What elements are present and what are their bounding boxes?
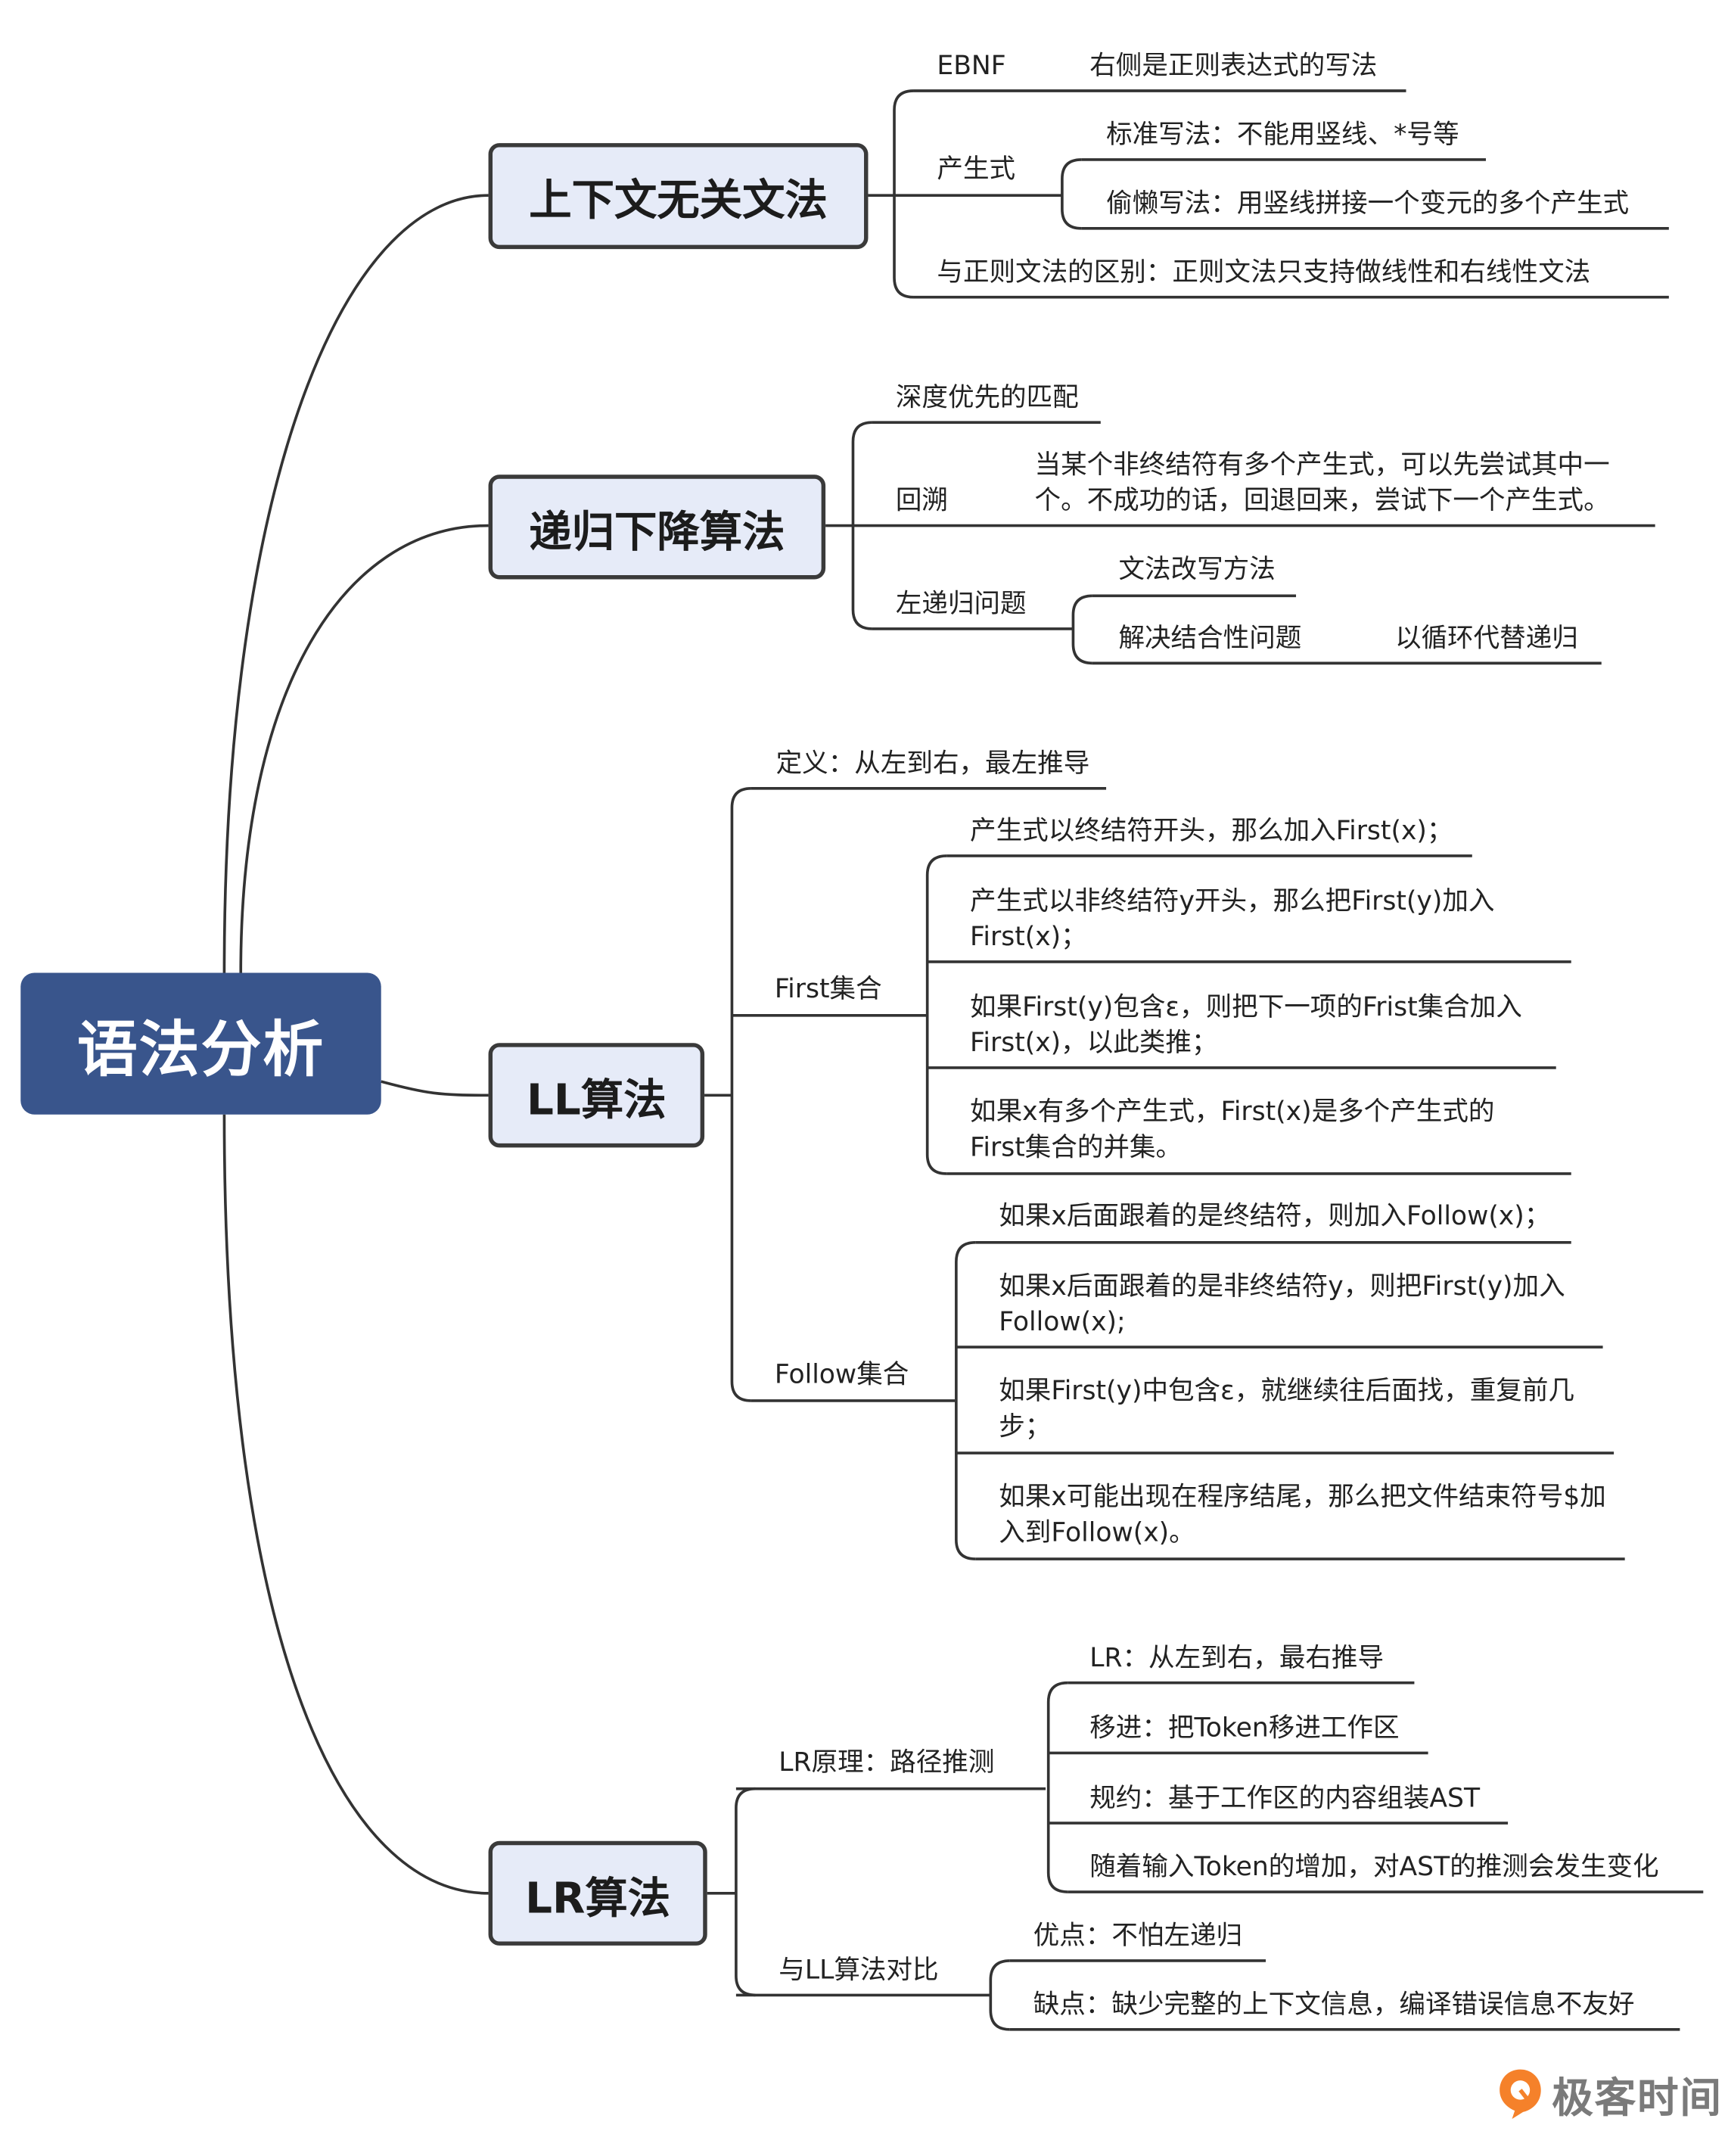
- node-production: 产生式: [937, 154, 1016, 185]
- node-con: 缺点：缺少完整的上下文信息，编译错误信息不友好: [1033, 1990, 1635, 2021]
- node-grammar-rewrite: 文法改写方法: [1118, 554, 1276, 585]
- node-follow-rule-2: 如果x后面跟着的是非终结符y，则把First(y)加入Follow(x);: [999, 1271, 1565, 1338]
- node-compare-ll: 与LL算法对比: [779, 1955, 939, 1986]
- link-root-b1: [222, 194, 489, 973]
- root-topic[interactable]: 语法分析: [20, 972, 381, 1115]
- node-backtrack: 回溯: [895, 485, 948, 516]
- node-loop-instead: 以循环代替递归: [1394, 623, 1578, 654]
- node-regular-diff: 与正则文法的区别：正则文法只支持做线性和右线性文法: [937, 257, 1591, 288]
- node-ebnf-desc: 右侧是正则表达式的写法: [1089, 51, 1378, 82]
- node-prod-standard: 标准写法：不能用竖线、*号等: [1106, 120, 1459, 151]
- node-ebnf: EBNF: [937, 51, 1006, 82]
- brand-logo: 极客时间: [1497, 2064, 1723, 2124]
- node-follow-rule-3: 如果First(y)中包含ε，就继续往后面找，重复前几步；: [999, 1376, 1574, 1442]
- branch-lr[interactable]: LR算法: [488, 1840, 707, 1946]
- link-root-b3: [381, 1080, 489, 1097]
- node-ast-guess: 随着输入Token的增加，对AST的推测会发生变化: [1089, 1852, 1659, 1883]
- branch-ll[interactable]: LL算法: [488, 1043, 705, 1148]
- node-pro: 优点：不怕左递归: [1033, 1921, 1243, 1952]
- node-first-rule-3: 如果First(y)包含ε，则把下一项的Frist集合加入First(x)，以此…: [970, 991, 1522, 1059]
- node-follow-rule-1: 如果x后面跟着的是终结符，则加入Follow(x)；: [999, 1201, 1551, 1232]
- node-first-rule-2: 产生式以非终结符y开头，那么把First(y)加入First(x)；: [970, 885, 1495, 953]
- node-dfs-match: 深度优先的匹配: [895, 382, 1079, 413]
- branch-context-free-grammar[interactable]: 上下文无关文法: [488, 143, 869, 250]
- node-lr-def: LR：从左到右，最右推导: [1089, 1642, 1385, 1673]
- node-prod-lazy: 偷懒写法：用竖线拼接一个变元的多个产生式: [1106, 188, 1630, 219]
- node-backtrack-desc: 当某个非终结符有多个产生式，可以先尝试其中一个。不成功的话，回退回来，尝试下一个…: [1034, 450, 1610, 516]
- node-follow-set: Follow集合: [774, 1359, 909, 1390]
- node-lr-principle: LR原理：路径推测: [779, 1747, 995, 1778]
- node-first-rule-1: 产生式以终结符开头，那么加入First(x)；: [970, 816, 1453, 847]
- link-root-b4: [222, 1114, 489, 1895]
- node-shift: 移进：把Token移进工作区: [1089, 1713, 1400, 1744]
- branch-recursive-descent[interactable]: 递归下降算法: [488, 474, 826, 580]
- node-left-recursion: 左递归问题: [895, 589, 1027, 620]
- node-first-rule-4: 如果x有多个产生式，First(x)是多个产生式的First集合的并集。: [970, 1097, 1495, 1163]
- brand-name: 极客时间: [1552, 2074, 1723, 2123]
- node-reduce: 规约：基于工作区的内容组装AST: [1089, 1783, 1481, 1814]
- node-first-set: First集合: [774, 974, 882, 1005]
- link-root-b2: [239, 524, 489, 973]
- geektime-logo-icon: [1500, 2069, 1541, 2120]
- node-follow-rule-4: 如果x可能出现在程序结尾，那么把文件结束符号$加入到Follow(x)。: [999, 1482, 1606, 1548]
- node-associativity: 解决结合性问题: [1118, 623, 1302, 654]
- node-ll-definition: 定义：从左到右，最左推导: [775, 748, 1090, 779]
